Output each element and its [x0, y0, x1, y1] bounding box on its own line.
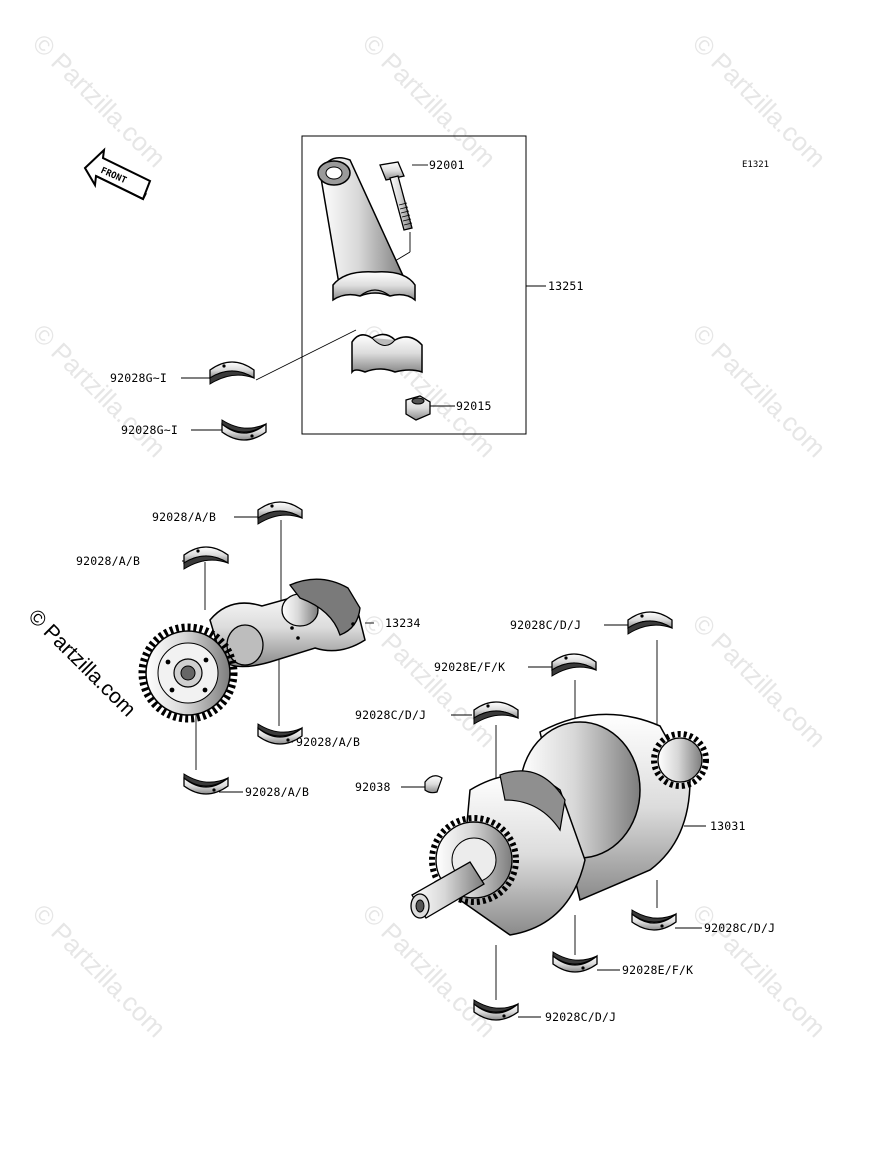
part-label-92028c-d-j-2[interactable]: 92028C/D/J	[355, 708, 427, 722]
balancer-gear	[138, 623, 238, 723]
part-label-13234[interactable]: 13234	[385, 616, 421, 630]
conrod-bearing-upper	[209, 361, 255, 385]
crank-bearing-top-right	[627, 611, 673, 635]
conrod-bolt	[379, 161, 413, 231]
balancer-bearing-4	[183, 773, 229, 795]
front-arrow-icon	[83, 147, 152, 201]
crank-bearing-bottom-right	[631, 909, 677, 931]
conrod-assembly-box	[301, 135, 527, 435]
diagram-code: E1321	[742, 160, 770, 170]
part-label-92028g-i-upper[interactable]: 92028G~I	[110, 371, 167, 385]
balancer-bearing-1	[257, 501, 303, 525]
part-label-92028g-i-lower[interactable]: 92028G~I	[121, 423, 178, 437]
part-label-92028-a-b-4[interactable]: 92028/A/B	[245, 785, 310, 799]
part-label-92015[interactable]: 92015	[456, 399, 492, 413]
crankshaft	[410, 713, 709, 936]
woodruff-key	[424, 775, 443, 794]
part-label-13031[interactable]: 13031	[710, 819, 746, 833]
part-label-92028-a-b-2[interactable]: 92028/A/B	[76, 554, 141, 568]
conrod-bearing-lower	[221, 419, 267, 441]
conrod-nut	[405, 395, 431, 421]
balancer-bearing-2	[183, 546, 229, 570]
balancer-shaft	[209, 578, 366, 668]
part-label-92028c-d-j-1[interactable]: 92028C/D/J	[510, 618, 582, 632]
part-label-92028c-d-j-3[interactable]: 92028C/D/J	[704, 921, 776, 935]
part-label-92028e-f-k-2[interactable]: 92028E/F/K	[622, 963, 694, 977]
part-label-92038[interactable]: 92038	[355, 780, 391, 794]
crank-bearing-bottom-left	[473, 999, 519, 1021]
crank-bearing-top-middle	[551, 653, 597, 677]
part-label-92028-a-b-1[interactable]: 92028/A/B	[152, 510, 217, 524]
part-label-92028e-f-k-1[interactable]: 92028E/F/K	[434, 660, 506, 674]
part-label-13251[interactable]: 13251	[548, 279, 584, 293]
crank-bearing-top-left	[473, 701, 519, 725]
part-label-92028c-d-j-4[interactable]: 92028C/D/J	[545, 1010, 617, 1024]
part-label-92001[interactable]: 92001	[429, 158, 465, 172]
part-label-92028-a-b-3[interactable]: 92028/A/B	[296, 735, 361, 749]
connecting-rod	[317, 157, 423, 375]
